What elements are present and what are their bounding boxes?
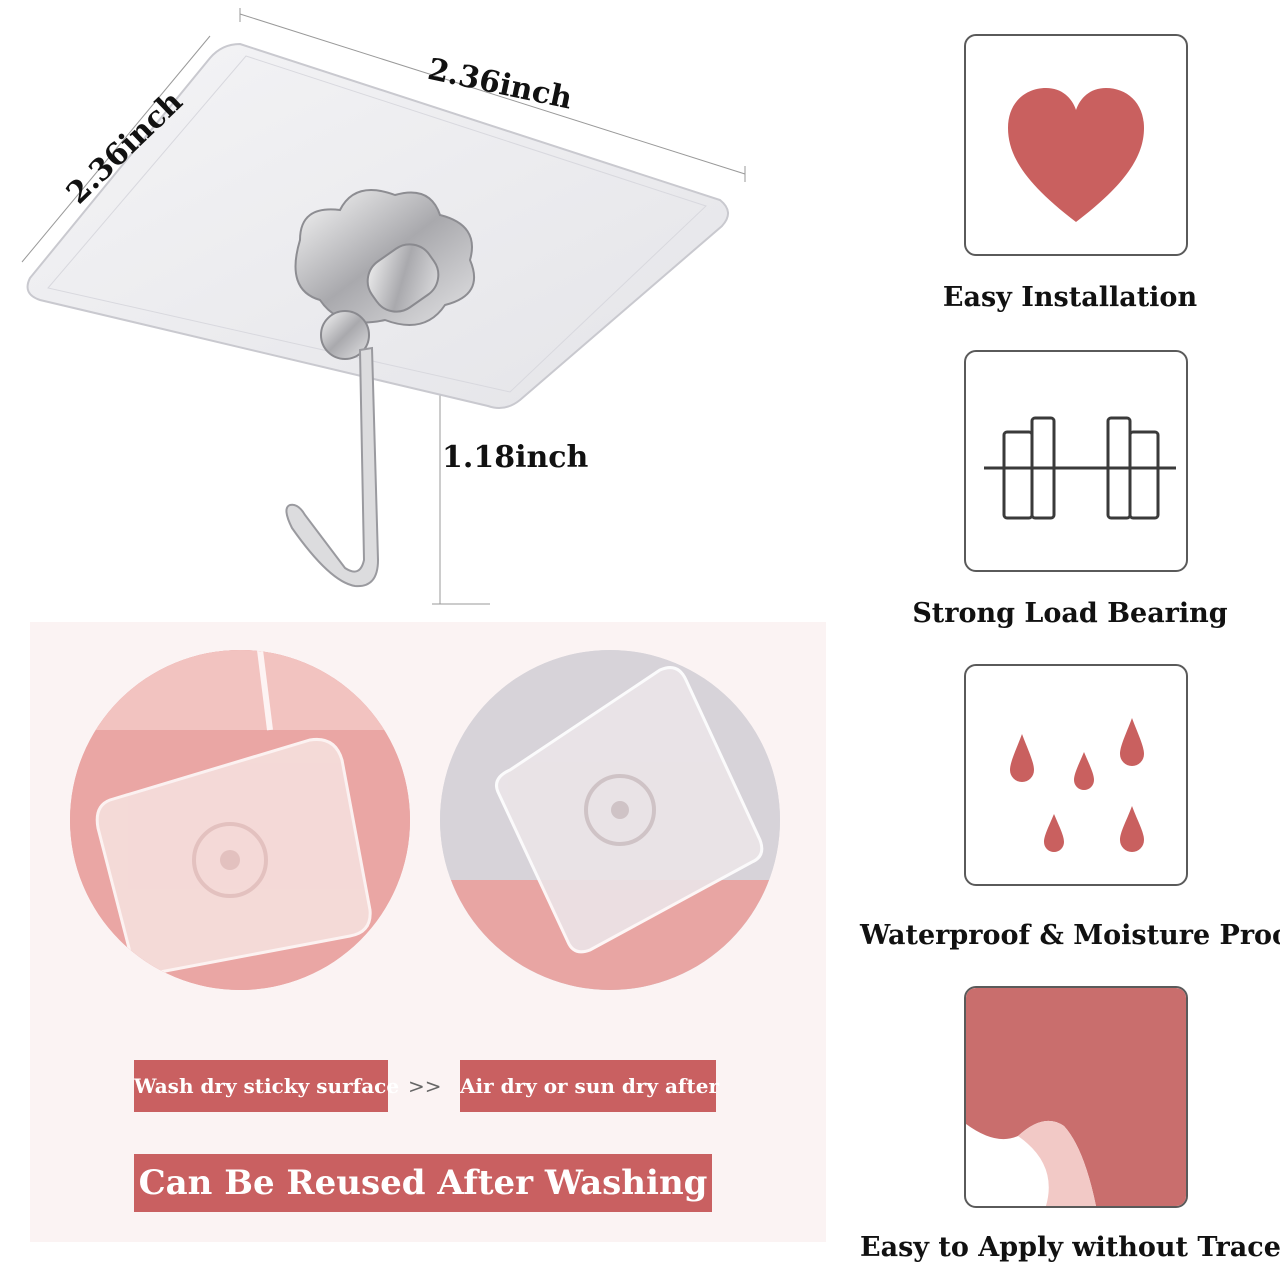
heart-icon: [1008, 88, 1144, 222]
peeling-sticker-icon: [966, 988, 1186, 1206]
step-arrow: >>: [408, 1074, 442, 1098]
reusable-banner: Can Be Reused After Washing: [134, 1154, 712, 1212]
feature-strong-load-bearing: Strong Load Bearing: [860, 350, 1280, 650]
dumbbell-icon: [984, 416, 1176, 520]
feature-icon-box: [964, 664, 1188, 886]
washing-photo-circle: [70, 650, 410, 990]
feature-no-traces: Easy to Apply without Traces: [860, 986, 1280, 1276]
step-wash-label: Wash dry sticky surface: [134, 1060, 399, 1112]
hook-illustration: [21, 8, 746, 605]
wet-adhesive-pad-image: [70, 650, 410, 990]
drying-photo-circle: [440, 650, 780, 990]
feature-label: Easy to Apply without Traces: [860, 1232, 1280, 1263]
feature-icon-box: [964, 34, 1188, 256]
feature-label: Easy Installation: [942, 282, 1198, 313]
feature-waterproof: Waterproof & Moisture Proof: [860, 664, 1280, 964]
feature-label: Strong Load Bearing: [912, 598, 1228, 629]
step-dry-label: Air dry or sun dry after: [460, 1060, 719, 1112]
feature-icon-box: [964, 986, 1188, 1208]
feature-easy-installation: Easy Installation: [860, 34, 1280, 334]
water-drops-icon: [1010, 718, 1144, 852]
drying-adhesive-pad-image: [440, 650, 780, 990]
feature-label: Waterproof & Moisture Proof: [860, 920, 1280, 951]
hook-dimension-diagram: 2.36inch 2.36inch 1.18inch: [0, 0, 760, 620]
hook-height-label: 1.18inch: [442, 440, 589, 475]
feature-icon-box: [964, 350, 1188, 572]
